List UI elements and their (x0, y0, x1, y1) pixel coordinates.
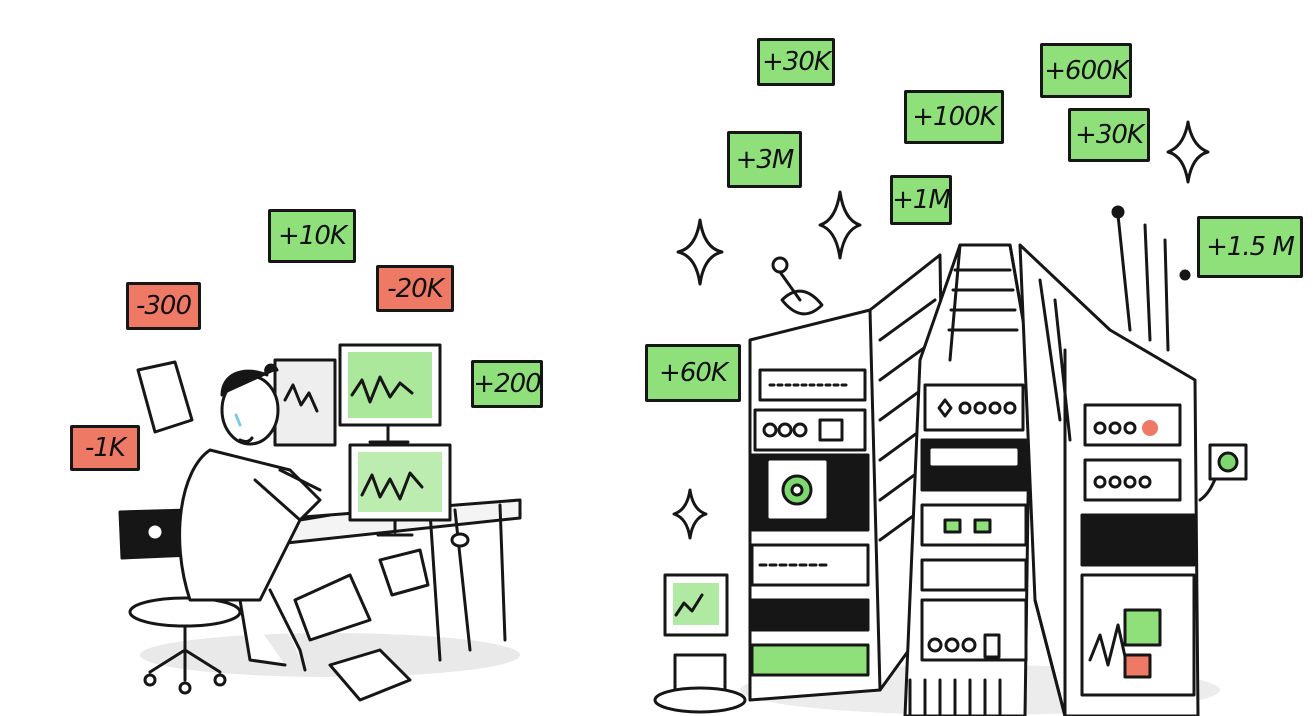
value-tag-plus-600k: +600K (1040, 43, 1132, 98)
value-tag-plus-60k: +60K (645, 344, 741, 402)
value-tag-plus-200: +200 (471, 360, 543, 408)
server-rack-middle (903, 243, 1032, 716)
monitor-top (338, 343, 442, 444)
value-tag-minus-20k: -20K (376, 265, 454, 312)
value-tag-plus-10k: +10K (268, 209, 356, 263)
server-rack-left (748, 253, 947, 702)
sparkle-icon (676, 218, 724, 286)
value-tag-plus-1m: +1M (890, 175, 952, 225)
sparkle-icon (672, 488, 708, 540)
value-tag-plus-1-5m: +1.5 M (1197, 216, 1303, 278)
value-tag-minus-1k: -1K (70, 425, 140, 471)
left-scene (118, 343, 522, 702)
monitor-back (273, 358, 337, 447)
sparkle-icon (818, 190, 862, 260)
monitor-bottom (348, 443, 452, 537)
diamond-icon (937, 398, 953, 418)
sparkle-icon (1166, 120, 1210, 184)
value-tag-minus-300: -300 (126, 282, 201, 330)
value-tag-plus-3m: +3M (727, 131, 802, 188)
value-tag-plus-30k: +30K (757, 38, 835, 86)
value-tag-plus-30k-second: +30K (1068, 108, 1150, 162)
right-scene (653, 120, 1248, 716)
server-rack-right (1018, 243, 1248, 716)
small-monitor (653, 573, 747, 714)
value-tag-plus-100k: +100K (904, 90, 1004, 144)
